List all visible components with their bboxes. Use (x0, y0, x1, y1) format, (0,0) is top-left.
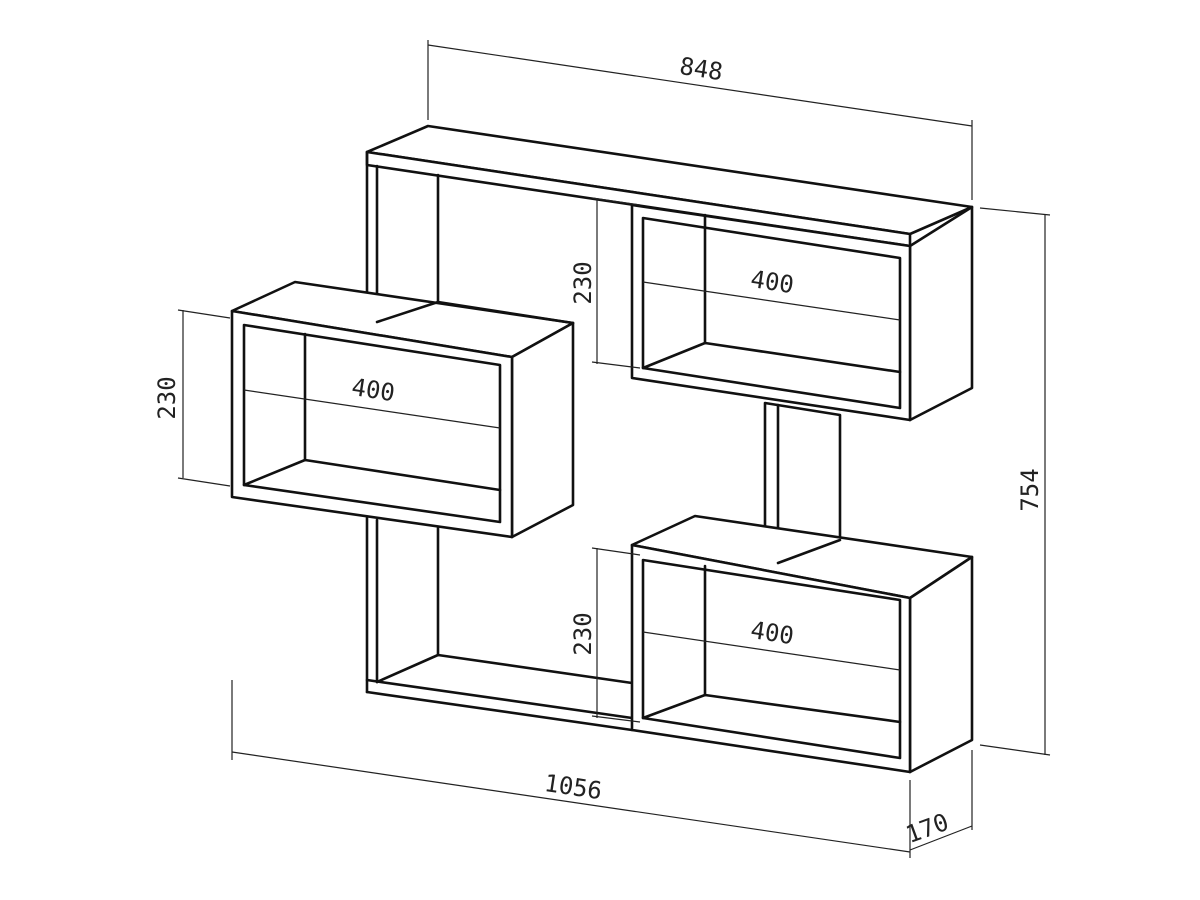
dim-bottom-right-box-width: 400 (749, 616, 796, 650)
dim-left-box-width: 400 (350, 373, 397, 407)
dimension-lines (177, 40, 1051, 858)
dim-total-width: 1056 (543, 769, 604, 805)
top-right-box (630, 203, 974, 422)
dim-left-box-height: 230 (153, 376, 181, 419)
dim-height: 754 (1016, 468, 1044, 511)
left-box (230, 280, 575, 539)
frame (365, 124, 974, 732)
dim-top-right-box-height: 230 (569, 261, 597, 304)
dim-bottom-right-box-height: 230 (569, 612, 597, 655)
dim-top-width: 848 (678, 52, 725, 86)
dim-top-right-box-width: 400 (749, 265, 796, 299)
dimension-labels: 848 754 1056 170 230 400 230 400 230 400 (153, 52, 1044, 849)
bottom-right-box (630, 514, 974, 774)
